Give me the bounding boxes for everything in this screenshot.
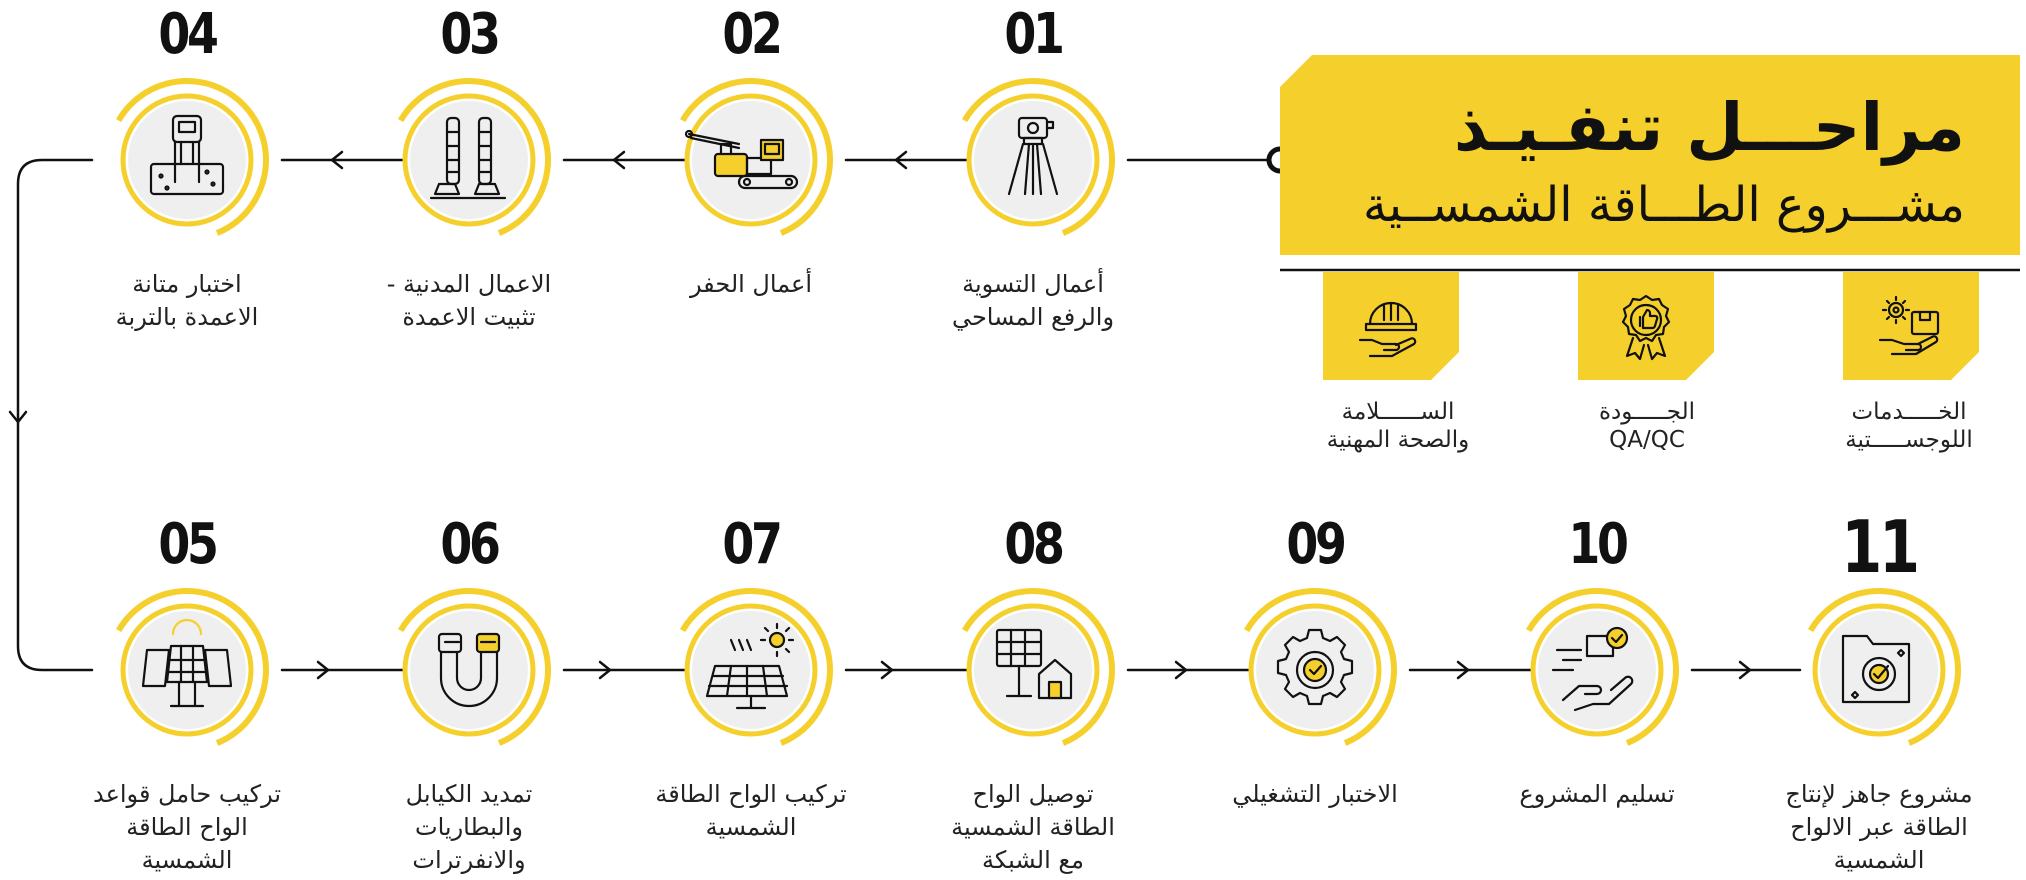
solar-grid-house-icon bbox=[995, 628, 1073, 700]
step-02-number: 02 bbox=[722, 2, 783, 67]
arrow-left-icon bbox=[894, 150, 908, 170]
step-label-line: والانفرترات bbox=[412, 846, 526, 874]
step-05-number: 05 bbox=[158, 512, 219, 577]
step-10-number: 10 bbox=[1568, 512, 1629, 577]
step-04-label: اختبار متانة الاعمدة بالتربة bbox=[62, 268, 312, 334]
step-03-circle bbox=[361, 52, 577, 268]
step-label-line: تركيب حامل قواعد bbox=[92, 780, 282, 808]
logistics-hand-box-gear-icon bbox=[1876, 292, 1946, 362]
step-10-label: تسليم المشروع bbox=[1472, 778, 1722, 811]
step-01-circle bbox=[925, 52, 1141, 268]
step-label-line: الاختبار التشغيلي bbox=[1232, 780, 1398, 808]
step-label-line: الشمسية bbox=[141, 846, 233, 874]
step-label-line: الشمسية bbox=[1833, 846, 1925, 874]
step-label-line: تمديد الكيابل bbox=[405, 780, 533, 808]
step-09-number: 09 bbox=[1286, 512, 1347, 577]
step-01-number: 01 bbox=[1004, 2, 1065, 67]
step-label-line: والبطاريات bbox=[415, 813, 523, 841]
soil-pile-test-device-icon bbox=[149, 114, 225, 196]
step-03-label: الاعمال المدنية - تثبيت الاعمدة bbox=[344, 268, 594, 334]
arrow-down-icon bbox=[8, 410, 28, 424]
step-02-circle bbox=[643, 52, 859, 268]
step-02-label: أعمال الحفر bbox=[626, 268, 876, 301]
step-label-line: والرفع المساحي bbox=[951, 303, 1115, 331]
excavation-drilling-machine-icon bbox=[684, 129, 799, 190]
step-08-number: 08 bbox=[1004, 512, 1065, 577]
step-label-line: مشروع جاهز لإنتاج bbox=[1785, 780, 1973, 808]
arrow-right-icon bbox=[1174, 660, 1188, 680]
page-subtitle: مشـــروع الطـــاقة الشمســية bbox=[1362, 177, 1965, 233]
piles-columns-icon bbox=[429, 116, 507, 200]
step-11-number: 11 bbox=[1841, 505, 1920, 589]
step-03-number: 03 bbox=[440, 2, 501, 67]
step-label-line: الاعمدة بالتربة bbox=[115, 303, 259, 331]
step-label-line: توصيل الواح bbox=[972, 780, 1094, 808]
solar-panel-sun-icon bbox=[705, 622, 795, 710]
step-label-line: أعمال الحفر bbox=[689, 270, 813, 298]
solar-panel-mounting-structure-icon bbox=[141, 618, 233, 708]
step-07-number: 07 bbox=[722, 512, 783, 577]
step-09-circle bbox=[1207, 562, 1423, 778]
step-label-line: تسليم المشروع bbox=[1519, 780, 1675, 808]
service-safety bbox=[1323, 272, 1459, 380]
step-08-label: توصيل الواح الطاقة الشمسية مع الشبكة bbox=[908, 778, 1158, 877]
step-10-circle bbox=[1489, 562, 1705, 778]
cable-connector-icon bbox=[437, 632, 501, 708]
step-04-circle bbox=[79, 52, 295, 268]
step-01-label: أعمال التسوية والرفع المساحي bbox=[908, 268, 1158, 334]
safety-helmet-hand-icon bbox=[1356, 292, 1426, 362]
step-06-number: 06 bbox=[440, 512, 501, 577]
folder-checkmark-icon bbox=[1841, 634, 1911, 704]
service-quality bbox=[1578, 272, 1714, 380]
arrow-left-icon bbox=[330, 150, 344, 170]
step-label-line: الاعمال المدنية - bbox=[386, 270, 552, 298]
arrow-right-icon bbox=[316, 660, 330, 680]
step-label-line: أعمال التسوية bbox=[962, 270, 1104, 298]
step-05-circle bbox=[79, 562, 295, 778]
quality-badge-thumbs-up-icon bbox=[1611, 292, 1681, 362]
arrow-right-icon bbox=[1738, 660, 1752, 680]
step-05-label: تركيب حامل قواعد الواح الطاقة الشمسية bbox=[62, 778, 312, 877]
arrow-right-icon bbox=[880, 660, 894, 680]
step-07-circle bbox=[643, 562, 859, 778]
arrow-right-icon bbox=[1456, 660, 1470, 680]
step-06-circle bbox=[361, 562, 577, 778]
step-09-label: الاختبار التشغيلي bbox=[1190, 778, 1440, 811]
surveying-theodolite-tripod-icon bbox=[1007, 116, 1059, 196]
step-label-line: الطاقة الشمسية bbox=[951, 813, 1115, 841]
step-11-circle bbox=[1771, 562, 1987, 778]
step-07-label: تركيب الواح الطاقة الشمسية bbox=[626, 778, 876, 844]
step-11-label: مشروع جاهز لإنتاج الطاقة عبر الالواح الشمس… bbox=[1754, 778, 2004, 877]
step-label-line: الشمسية bbox=[705, 813, 797, 841]
service-logistics bbox=[1843, 272, 1979, 380]
page-title: مراحـــل تنفـيـذ bbox=[1453, 89, 1965, 166]
arrow-right-icon bbox=[598, 660, 612, 680]
step-06-label: تمديد الكيابل والبطاريات والانفرترات bbox=[344, 778, 594, 877]
step-08-circle bbox=[925, 562, 1141, 778]
step-04-number: 04 bbox=[158, 2, 219, 67]
delivery-hand-box-icon bbox=[1551, 626, 1634, 712]
step-label-line: الطاقة عبر الالواح bbox=[1790, 813, 1968, 841]
title-banner: مراحـــل تنفـيـذ مشـــروع الطـــاقة الشم… bbox=[1280, 55, 2020, 255]
step-label-line: الواح الطاقة bbox=[126, 813, 248, 841]
step-label-line: مع الشبكة bbox=[981, 846, 1084, 874]
step-label-line: تثبيت الاعمدة bbox=[402, 303, 536, 331]
gear-checkmark-icon bbox=[1276, 628, 1354, 706]
step-label-line: تركيب الواح الطاقة bbox=[655, 780, 847, 808]
step-label-line: اختبار متانة bbox=[132, 270, 242, 298]
arrow-left-icon bbox=[612, 150, 626, 170]
